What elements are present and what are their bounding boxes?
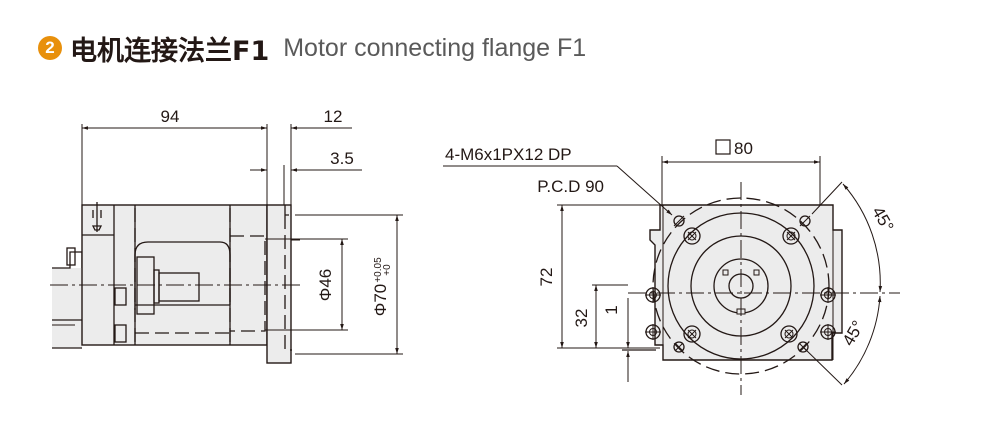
cb-hole-tl — [683, 227, 701, 245]
thread-hole-bl — [673, 341, 685, 353]
hidden-line-bore — [230, 235, 266, 332]
dim-label-80: 80 — [734, 139, 753, 158]
dim-label-1: 1 — [602, 305, 621, 314]
cb-hole-bl — [683, 325, 701, 343]
side-hole-l1 — [645, 287, 661, 303]
thread-hole-tl — [673, 215, 685, 227]
section-header: 2 电机连接法兰F1 Motor connecting flange F1 — [38, 28, 586, 68]
thread-note: 4-M6x1PX12 DP — [445, 145, 572, 164]
slot-2 — [114, 324, 127, 343]
motor-stub — [52, 268, 82, 348]
dim-label-94: 94 — [161, 107, 180, 126]
pcd-circle — [652, 197, 830, 375]
thread-hole-tr — [799, 215, 811, 227]
dim-label-phi46: Φ46 — [316, 269, 335, 301]
angle-arc-upper — [842, 183, 883, 293]
side-hole-r2 — [820, 324, 836, 340]
angle-ext-lower — [802, 346, 843, 386]
title-chinese: 电机连接法兰F1 — [70, 35, 270, 67]
slot-1 — [114, 287, 127, 306]
title-english: Motor connecting flange F1 — [283, 33, 587, 62]
dim-label-3-5: 3.5 — [330, 149, 354, 168]
side-view: 94 12 3.5 Φ46 Φ70 +0.05 +0 — [50, 107, 403, 364]
keyway-left — [722, 269, 729, 276]
keyway-right — [753, 269, 760, 276]
dim-label-12: 12 — [324, 107, 343, 126]
cb-hole-br — [780, 325, 798, 343]
shaft — [158, 272, 200, 302]
dim-tol-upper: +0.05 — [373, 257, 384, 283]
dim-tol-lower: +0 — [382, 264, 393, 276]
angle-label-lower: 45° — [839, 317, 868, 349]
side-hole-l2 — [645, 324, 661, 340]
front-view: 4-M6x1PX12 DP P.C.D 90 80 72 32 1 45° 45… — [443, 139, 900, 395]
dim-label-72: 72 — [537, 268, 556, 287]
pcd-note: P.C.D 90 — [537, 177, 604, 196]
square-symbol-icon — [715, 139, 731, 155]
motor-key — [66, 247, 76, 266]
flange-body — [81, 204, 268, 346]
dim-label-phi70: Φ70 — [371, 284, 390, 316]
flange-plate — [266, 204, 292, 364]
cb-hole-tr — [782, 227, 800, 245]
hidden-line-spigot — [284, 205, 292, 351]
side-hole-r1 — [820, 287, 836, 303]
angle-label-upper: 45° — [868, 203, 897, 235]
dim-label-32: 32 — [572, 309, 591, 328]
section-number-badge: 2 — [38, 36, 62, 60]
screw-symbol — [91, 210, 103, 231]
thread-note-leader — [616, 165, 673, 216]
angle-ext-upper — [811, 181, 843, 215]
angle-arc-lower — [843, 295, 882, 385]
